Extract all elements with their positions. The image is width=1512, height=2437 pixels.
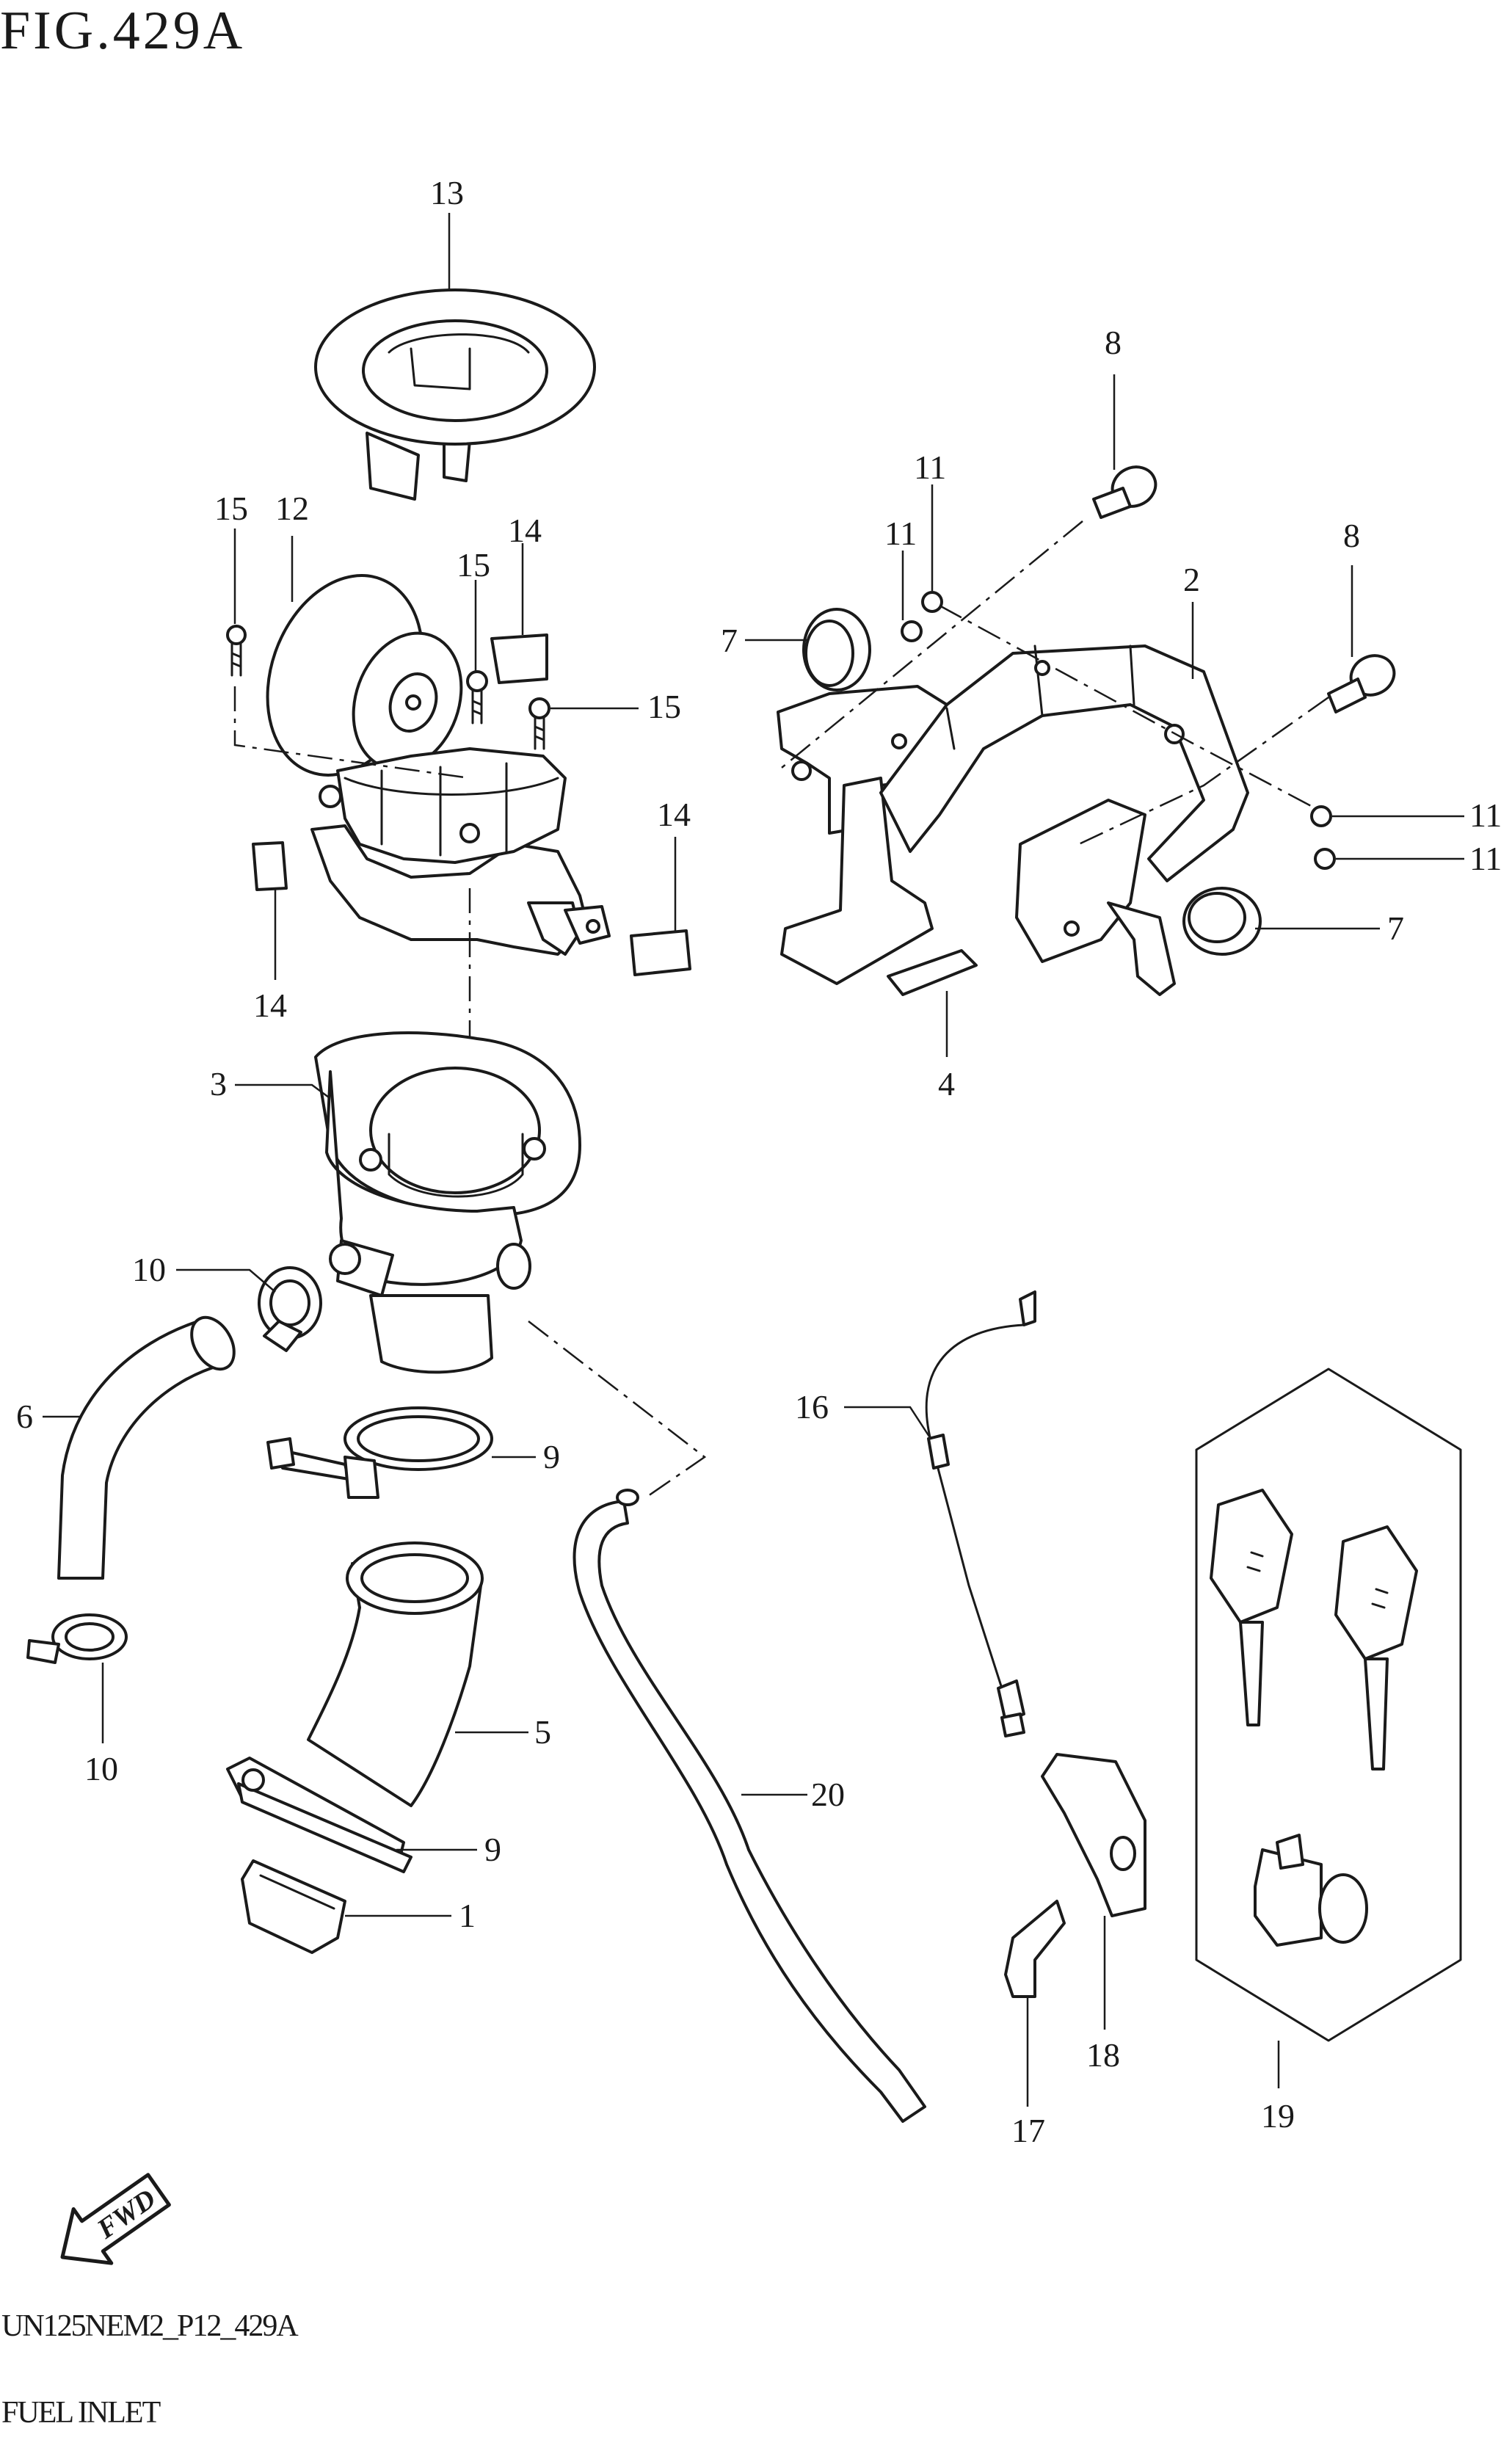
part-18-bracket	[1041, 1753, 1146, 1917]
part-3-inlet-housing	[314, 1031, 581, 1374]
part-8-bolt	[1327, 654, 1396, 713]
callout-14: 14	[253, 987, 287, 1024]
callout-18: 18	[1086, 2036, 1120, 2074]
model-code: UN125NEM2_P12_429A	[1, 2309, 299, 2343]
part-9-strap-clamp	[226, 1757, 412, 1873]
callout-14: 14	[508, 512, 542, 549]
part-7-grommet	[802, 608, 871, 691]
callout-10: 10	[84, 1750, 118, 1787]
part-14-pad	[490, 633, 548, 684]
callout-5: 5	[534, 1713, 551, 1751]
part-18-hole	[1110, 1836, 1136, 1871]
callout-7: 7	[1387, 909, 1404, 947]
part-11-screw	[901, 620, 923, 642]
fwd-arrow-icon: FWD	[60, 2173, 171, 2265]
part-12-lock-cylinder	[266, 574, 463, 777]
part-13-cap-ring	[314, 288, 596, 501]
part-20-hose-end	[616, 1489, 639, 1506]
callout-12: 12	[275, 490, 309, 527]
part-6-hose	[57, 1320, 222, 1580]
callout-20: 20	[811, 1776, 845, 1813]
section-name: FUEL INLET	[1, 2396, 161, 2430]
part-9-band-clamp	[266, 1406, 493, 1499]
part-15-screw	[528, 697, 550, 750]
lock-barrel-icon	[1254, 1834, 1368, 1947]
part-2-bracket	[777, 644, 1249, 996]
callout-6: 6	[16, 1398, 33, 1435]
callout-1: 1	[459, 1897, 476, 1934]
part-11-screw	[1314, 848, 1336, 870]
part-4-pad	[887, 949, 978, 996]
callout-8: 8	[1105, 324, 1122, 361]
callout-14: 14	[657, 796, 691, 833]
part-6-hose-end	[190, 1315, 236, 1371]
part-10-clamp	[258, 1266, 322, 1352]
figure-title: FIG.429A	[0, 1, 245, 61]
callout-15: 15	[647, 688, 681, 725]
callout-11: 11	[914, 448, 946, 486]
callout-7: 7	[721, 622, 738, 659]
callout-11: 11	[1469, 796, 1502, 834]
callout-19: 19	[1261, 2097, 1295, 2135]
part-10-clamp	[26, 1613, 128, 1664]
callout-4: 4	[938, 1065, 955, 1103]
part-14-pad	[252, 841, 288, 891]
part-17-clip	[1004, 1900, 1066, 1998]
callout-13: 13	[430, 174, 464, 211]
part-19-key-set	[1195, 1368, 1462, 2042]
part-16-cable	[925, 1290, 1036, 1737]
key-icon	[1210, 1489, 1293, 1726]
callout-10: 10	[132, 1251, 166, 1288]
callout-15: 15	[457, 546, 490, 584]
part-14-pad	[630, 929, 691, 976]
callout-11: 11	[884, 515, 917, 552]
part-11-screw	[921, 591, 943, 613]
part-15-screw	[466, 670, 488, 724]
part-7-grommet	[1182, 887, 1262, 956]
part-1-clip	[241, 1859, 346, 1954]
part-15-screw	[226, 625, 247, 677]
part-8-bolt	[1092, 465, 1157, 519]
key-icon	[1334, 1525, 1418, 1770]
callout-17: 17	[1011, 2112, 1045, 2149]
callout-11: 11	[1469, 840, 1502, 877]
part-5-elbow-hose	[307, 1541, 484, 1807]
leader-lines	[43, 213, 1464, 2107]
callout-2: 2	[1183, 561, 1200, 598]
cap-housing	[310, 747, 611, 956]
callout-15: 15	[214, 490, 248, 527]
callout-3: 3	[210, 1065, 227, 1103]
part-11-screw	[1310, 805, 1332, 827]
callout-16: 16	[795, 1388, 829, 1425]
callout-9: 9	[484, 1831, 501, 1868]
callout-8: 8	[1343, 517, 1360, 554]
callout-9: 9	[543, 1438, 560, 1475]
part-20-hose	[573, 1500, 926, 2123]
